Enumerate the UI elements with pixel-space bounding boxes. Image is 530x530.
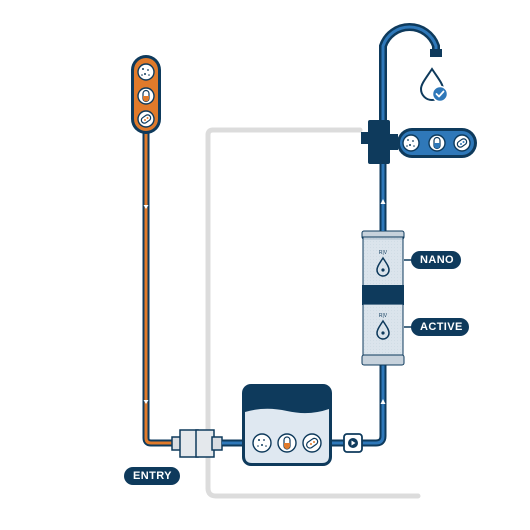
outlet-removed-contaminants — [397, 128, 477, 158]
capsule-icon — [137, 87, 155, 105]
entry-label: ENTRY — [124, 467, 180, 485]
bacteria-icon — [137, 110, 155, 128]
flow-arrow-down-icon — [143, 205, 149, 404]
filter-tank — [242, 384, 332, 466]
background-pipe — [205, 127, 421, 499]
pump-valve-icon — [343, 433, 363, 453]
faucet-valve — [361, 120, 398, 164]
flow-arrow-up-icon — [380, 199, 386, 204]
particles-icon — [137, 63, 155, 81]
capsule-icon — [428, 134, 446, 152]
tank-contaminant-icons — [252, 433, 322, 453]
pipe-tank-to-filters — [332, 365, 387, 447]
active-filter-drop-icon: R|V — [376, 313, 390, 340]
incoming-contaminants-column — [131, 55, 161, 134]
clean-water-drop-check-icon — [419, 67, 449, 103]
bacteria-icon — [453, 134, 471, 152]
flow-arrow-up-icon — [380, 399, 386, 404]
filter-cartridge-stack — [361, 230, 405, 366]
faucet — [379, 23, 442, 120]
particles-icon — [402, 134, 420, 152]
svg-text:R|V: R|V — [379, 250, 388, 256]
bacteria-icon — [302, 433, 322, 453]
active-filter-label: ACTIVE — [411, 318, 469, 336]
inlet-pipe — [142, 130, 178, 447]
capsule-icon — [277, 433, 297, 453]
entry-coupling — [171, 429, 223, 458]
particles-icon — [252, 433, 272, 453]
nano-filter-drop-icon: R|V — [376, 250, 390, 277]
svg-text:R|V: R|V — [379, 313, 388, 319]
nano-filter-label: NANO — [411, 251, 461, 269]
